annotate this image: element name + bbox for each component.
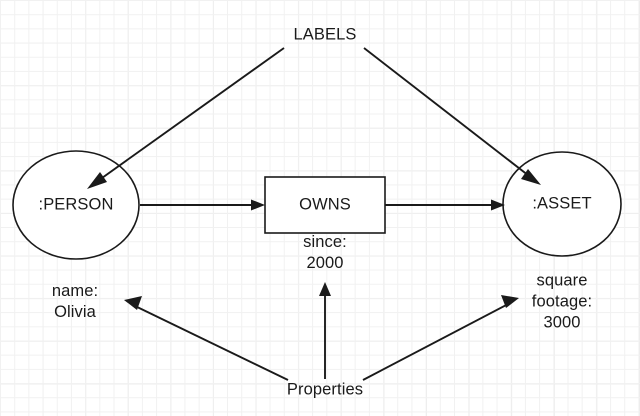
edge-labels-person-arrowhead: [87, 172, 107, 189]
owns-property-line-2: 2000: [306, 254, 344, 272]
edge-properties-owns-arrowhead: [319, 282, 331, 296]
person-property-line-1: name:: [51, 282, 99, 300]
person-property-line-2: Olivia: [54, 303, 96, 321]
edge-properties-asset-line: [362, 302, 511, 381]
node-owns-label: OWNS: [299, 195, 351, 214]
asset-property-line-3: 3000: [543, 313, 581, 332]
node-owns-rect[interactable]: [264, 176, 386, 234]
node-person-label: :PERSON: [38, 195, 114, 214]
edge-owns-asset[interactable]: [385, 199, 505, 211]
edge-properties-person-arrowhead: [124, 296, 142, 310]
asset-property-line-1: square: [536, 271, 588, 290]
edge-labels-person[interactable]: [87, 47, 285, 189]
edge-labels-asset-line: [363, 47, 534, 180]
edge-properties-asset-property[interactable]: [362, 295, 519, 381]
owns-property-line-1: since:: [303, 233, 347, 251]
edge-properties-asset-arrowhead: [501, 295, 519, 308]
edge-person-owns[interactable]: [140, 199, 265, 211]
edge-person-owns-arrowhead: [251, 199, 265, 211]
asset-property-line-2: footage:: [531, 292, 593, 311]
labels-caption: LABELS: [293, 25, 357, 44]
edge-labels-person-line: [94, 47, 285, 184]
edge-labels-asset-arrowhead: [521, 169, 541, 185]
node-asset-label: :ASSET: [532, 194, 592, 213]
asset-property-annotation: square footage: 3000: [497, 271, 627, 334]
edge-owns-asset-arrowhead: [491, 199, 505, 211]
edge-properties-person-line: [132, 304, 289, 381]
properties-caption: Properties: [286, 380, 364, 399]
edge-labels-asset[interactable]: [363, 47, 541, 185]
node-person-ellipse[interactable]: [12, 150, 140, 260]
edge-properties-person-property[interactable]: [124, 296, 289, 381]
person-property-annotation: name: Olivia: [15, 281, 135, 323]
edge-properties-owns-property[interactable]: [319, 282, 331, 379]
owns-property-annotation: since: 2000: [265, 232, 385, 274]
